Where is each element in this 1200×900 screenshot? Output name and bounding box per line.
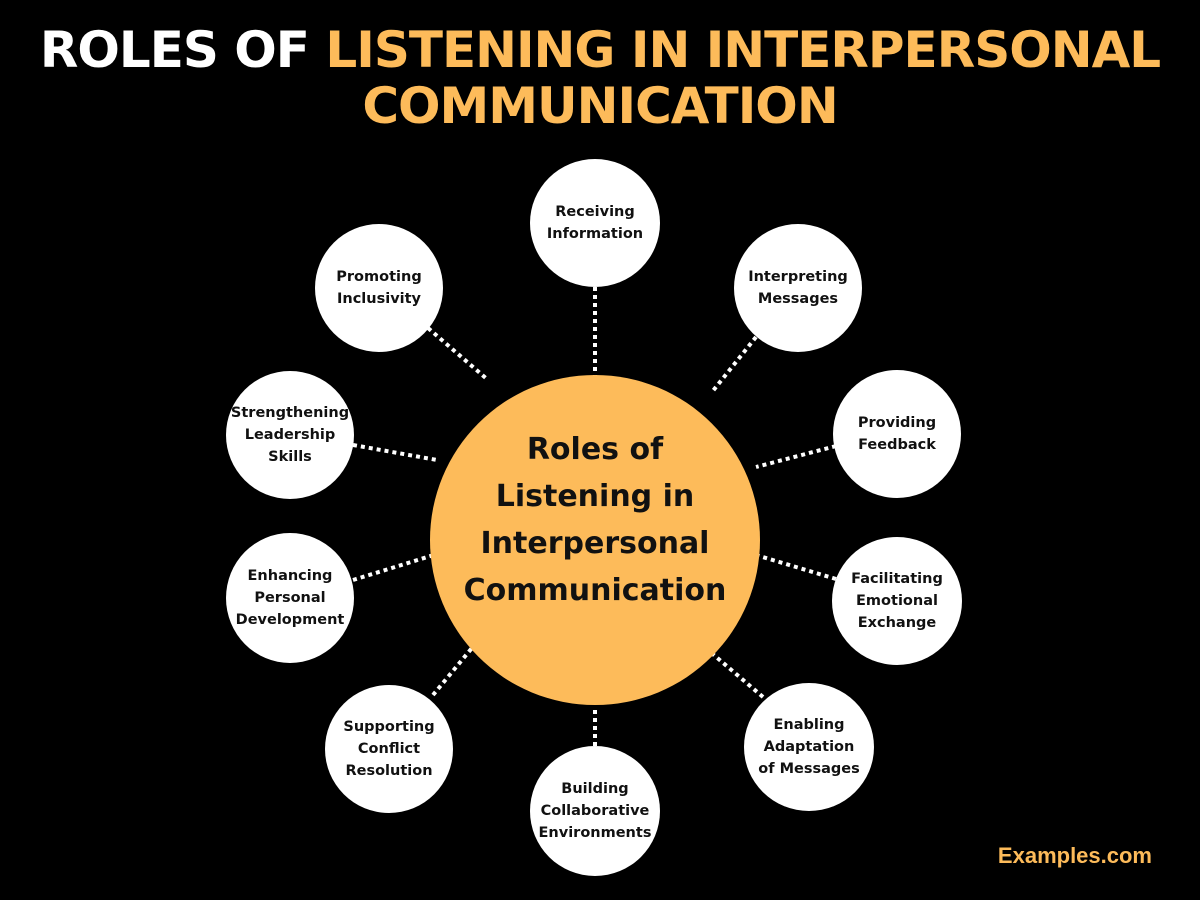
node-label: Facilitating Emotional Exchange [851,571,943,631]
node-label: Providing Feedback [857,415,937,453]
node-label: Enhancing Personal Development [235,568,345,628]
title-accent-part: LISTENING IN INTERPERSONAL [325,21,1161,79]
node-label: Building Collaborative Environments [538,781,652,841]
central-topic-circle: Roles of Listening in Interpersonal Comm… [430,375,760,705]
node-label: Supporting Conflict Resolution [343,719,435,779]
title-line-1: ROLES OF LISTENING IN INTERPERSONAL [0,22,1200,78]
node-label: Promoting Inclusivity [336,269,422,307]
connector-providing [755,444,837,469]
connector-facilitating [755,553,837,581]
node-providing-feedback: Providing Feedback [833,370,961,498]
node-label: Enabling Adaptation of Messages [758,717,860,777]
node-label: Receiving Information [546,204,644,242]
node-supporting-conflict-resolution: Supporting Conflict Resolution [325,685,453,813]
connector-promoting [426,326,490,382]
node-label: Strengthening Leadership Skills [230,405,350,465]
title-white-part: ROLES OF [39,21,326,79]
page-title: ROLES OF LISTENING IN INTERPERSONAL COMM… [0,22,1200,134]
title-line-2: COMMUNICATION [362,77,838,135]
node-enhancing-personal-development: Enhancing Personal Development [226,533,354,663]
connector-enhancing [352,552,438,582]
node-receiving-information: Receiving Information [530,159,660,287]
node-facilitating-emotional-exchange: Facilitating Emotional Exchange [832,537,962,665]
node-promoting-inclusivity: Promoting Inclusivity [315,224,443,352]
node-building-collaborative-environments: Building Collaborative Environments [530,746,660,876]
node-label: Interpreting Messages [748,269,848,307]
connector-supporting [431,629,488,697]
brand-watermark: Examples.com [997,843,1152,868]
central-topic-label: Roles of Listening in Interpersonal Comm… [463,432,727,608]
node-interpreting-messages: Interpreting Messages [734,224,862,352]
node-strengthening-leadership-skills: Strengthening Leadership Skills [226,371,354,499]
connector-strengthening [352,443,438,462]
connector-interpreting [710,335,758,394]
node-enabling-adaptation: Enabling Adaptation of Messages [744,683,874,811]
